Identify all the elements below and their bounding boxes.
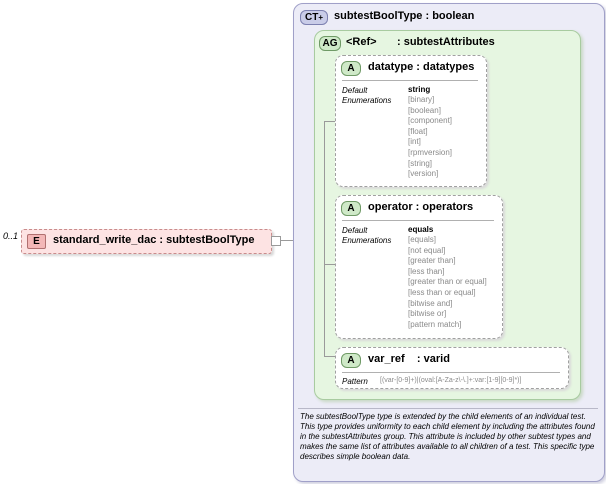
attribute-badge: A — [341, 353, 361, 368]
attribute-label: operator : operators — [368, 201, 474, 213]
enum-value: [binary] — [408, 95, 435, 104]
tree-line — [324, 356, 335, 357]
element-badge: E — [27, 234, 46, 249]
attribute-badge: A — [341, 201, 361, 216]
enum-value: [less than or equal] — [408, 287, 476, 297]
divider — [342, 220, 494, 221]
description-divider — [298, 408, 598, 409]
enum-value: [bitwise or] — [408, 309, 447, 319]
tree-line — [324, 121, 325, 357]
enumerations-label: Enumerations — [342, 96, 392, 105]
complex-type-badge-text: CT — [304, 12, 319, 23]
attribute-badge: A — [341, 61, 361, 76]
default-value: string — [408, 85, 431, 94]
enum-list: [binary] [boolean] [component] [float] [… — [408, 95, 452, 180]
attribute-label: var_ref : varid — [368, 353, 450, 365]
enumerations-label: Enumerations — [342, 236, 392, 245]
enum-value: [rpmversion] — [408, 147, 453, 157]
enum-value: [equals] — [408, 235, 437, 244]
attribute-label: datatype : datatypes — [368, 61, 475, 73]
enum-value: [less than] — [408, 266, 445, 276]
attribute-operator[interactable]: A operator : operators Default Enumerati… — [335, 195, 503, 339]
attribute-var-ref[interactable]: A var_ref : varid Pattern [(var-[0-9]+)|… — [335, 347, 569, 389]
attribute-datatype[interactable]: A datatype : datatypes Default Enumerati… — [335, 55, 487, 187]
default-value: equals — [408, 225, 434, 234]
enum-value: [float] — [408, 126, 428, 136]
divider — [342, 80, 478, 81]
attribute-group-badge: AG — [319, 36, 341, 51]
enum-value: [component] — [408, 116, 453, 126]
occurrence-label: 0..1 — [3, 231, 19, 241]
expand-toggle-icon[interactable] — [271, 236, 281, 246]
pattern-label: Pattern — [342, 377, 368, 386]
complex-type-box[interactable]: CT+ subtestBoolType : boolean AG <Ref> :… — [293, 3, 605, 482]
plus-icon: + — [318, 13, 323, 22]
divider — [342, 372, 560, 373]
enum-value: [greater than] — [408, 256, 456, 266]
element-box[interactable]: E standard_write_dac : subtestBoolType — [21, 229, 272, 254]
enum-value: [string] — [408, 158, 433, 168]
enum-value: [greater than or equal] — [408, 277, 487, 287]
type-description: The subtestBoolType type is extended by … — [300, 412, 595, 461]
connector-line — [280, 240, 293, 241]
attribute-group-box[interactable]: AG <Ref> : subtestAttributes A datatype … — [314, 30, 581, 400]
tree-line — [324, 264, 335, 265]
enum-list: [equals] [not equal] [greater than] [les… — [408, 235, 487, 330]
tree-line — [324, 121, 335, 122]
pattern-value: [(var-[0-9]+)|(oval:[A-Za-z\-\.]+:var:[1… — [380, 377, 522, 384]
enum-value: [version] — [408, 169, 439, 179]
default-label: Default — [342, 226, 368, 235]
complex-type-label: subtestBoolType : boolean — [334, 10, 475, 22]
element-label: standard_write_dac : subtestBoolType — [53, 234, 255, 246]
attribute-group-label: : subtestAttributes — [397, 36, 495, 48]
attribute-group-ref: <Ref> — [346, 36, 377, 48]
enum-value: [bitwise and] — [408, 298, 453, 308]
enum-value: [not equal] — [408, 245, 446, 255]
enum-value: [int] — [408, 137, 421, 147]
enum-value: [pattern match] — [408, 319, 462, 329]
default-label: Default — [342, 86, 368, 95]
complex-type-badge: CT+ — [300, 10, 328, 25]
enum-value: [boolean] — [408, 105, 441, 115]
